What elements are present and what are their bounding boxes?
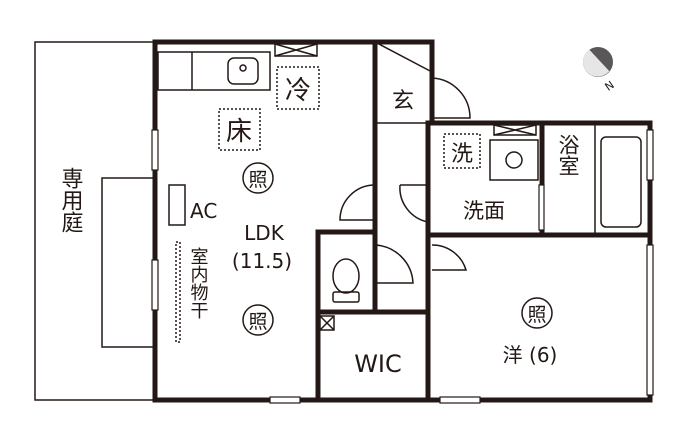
drying-rod-icon [175,241,181,343]
indoor-drying-label: 室内物干 [188,247,209,319]
windows [151,129,654,404]
light-icon [242,162,274,194]
doors [339,77,471,284]
toilet-icon [332,258,360,303]
sink-icon [227,57,259,85]
walls [152,39,653,403]
washbasin-icon [489,139,539,181]
washer-label: 洗 [451,142,473,167]
bath-label: 浴室 [556,134,580,176]
wic-label: WIC [354,350,402,378]
refrigerator-space-icon [276,66,320,110]
pipe-space-icon [319,315,335,331]
light-label: 照 [527,304,546,326]
vent-icon [493,124,537,136]
washroom-label: 洗面 [463,199,505,223]
ldk-label: LDK [244,221,285,245]
bathtub-icon [600,136,642,228]
western-room-label: 洋 (6) [503,343,558,367]
refrigerator-label: 冷 [285,76,311,106]
light-icon [521,297,553,329]
washer-space-icon [443,133,481,169]
garden-label: 専用庭 [58,167,84,233]
light-label: 照 [248,169,267,191]
compass-north-label: N [603,78,617,93]
floor-heating-icon [218,108,261,151]
kitchen-counter [157,43,318,91]
air-conditioner-icon [168,184,186,226]
light-label: 照 [248,311,267,333]
entrance-label: 玄 [392,89,414,114]
compass-icon [583,47,613,77]
ac-label: AC [190,199,217,223]
vent-icon [274,43,318,57]
ldk-size-label: (11.5) [232,249,292,273]
light-icon [242,304,274,336]
private-garden: 専用庭 [34,41,156,401]
floor-heating-label: 床 [226,117,252,147]
